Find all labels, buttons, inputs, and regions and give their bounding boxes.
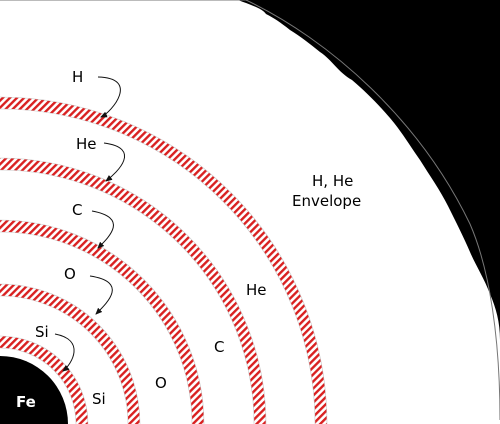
shell-c-burning xyxy=(0,220,204,424)
shell-si-edge-outer xyxy=(0,335,89,424)
layer-label-h-he: H, He xyxy=(312,172,353,190)
leader-arrow-h xyxy=(97,76,121,118)
envelope-caption: Envelope xyxy=(292,192,361,210)
shell-h-edge-inner xyxy=(0,108,316,424)
shell-h-edge-outer xyxy=(0,96,328,424)
iron-core xyxy=(0,356,68,424)
leader-arrow-o xyxy=(89,275,113,315)
shell-label-c: C xyxy=(72,201,82,219)
shell-label-si: Si xyxy=(35,323,49,341)
shell-h-burning xyxy=(0,97,327,424)
core-label-fe: Fe xyxy=(16,393,36,411)
shell-c-edge-inner xyxy=(0,231,193,424)
shell-label-h: H xyxy=(72,68,83,86)
shell-o-edge-inner xyxy=(0,295,129,424)
leader-arrows xyxy=(54,76,126,372)
layer-label-he: He xyxy=(246,281,267,299)
shell-o-edge-outer xyxy=(0,283,141,424)
layer-label-c: C xyxy=(214,338,224,356)
layer-label-si: Si xyxy=(92,390,106,408)
layer-label-o: O xyxy=(155,374,167,392)
shell-he-edge-outer xyxy=(0,157,267,424)
shell-si-edge-inner xyxy=(0,347,77,424)
leader-arrow-si xyxy=(54,333,75,372)
leader-arrow-c xyxy=(91,210,114,249)
burning-shells xyxy=(0,96,328,424)
shell-si-burning xyxy=(0,336,88,424)
shell-c-edge-outer xyxy=(0,219,205,424)
leader-arrow-he xyxy=(103,142,126,182)
shell-o-burning xyxy=(0,284,140,424)
shell-label-he: He xyxy=(76,135,97,153)
shell-label-o: O xyxy=(64,265,76,283)
shell-he-burning xyxy=(0,158,266,424)
shell-he-edge-inner xyxy=(0,169,255,424)
